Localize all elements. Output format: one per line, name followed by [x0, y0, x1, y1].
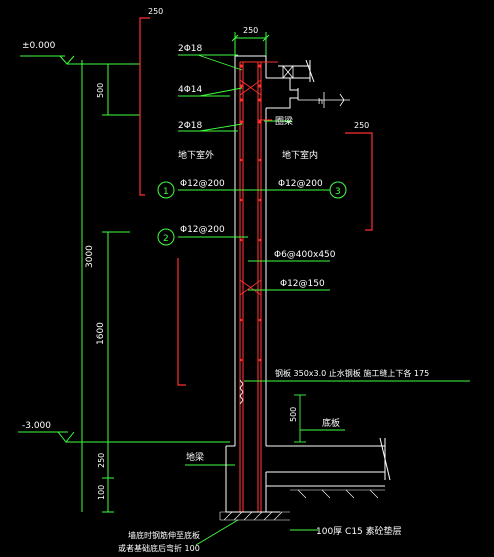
dim-top-width-label: 250	[243, 26, 258, 35]
ground-beam	[225, 445, 385, 513]
dim-height-total: 3000	[85, 245, 95, 268]
dim-chain-left	[76, 60, 140, 513]
label-outer-lower: Φ12@200	[180, 225, 225, 235]
rebar-ties	[239, 79, 262, 296]
label-tie: Φ6@400x450	[274, 250, 336, 260]
label-floor-slab: 底板	[322, 417, 340, 429]
rebar-vertical	[239, 61, 278, 512]
leaders	[178, 54, 470, 546]
label-mid-bars: 4Φ14	[178, 85, 203, 95]
label-lower-bars: 2Φ18	[178, 121, 203, 131]
label-waterstop: 钢板 350x3.0 止水钢板 施工缝上下各 175	[275, 368, 429, 378]
dim-height-upper: 500	[96, 83, 105, 98]
label-bedding: 100厚 C15 素砼垫层	[316, 525, 402, 537]
red-bracket-left-low	[177, 258, 186, 386]
elevation-top: ±0.000	[20, 41, 140, 65]
dim-top-width-left: 250	[148, 7, 163, 16]
red-bracket-left-top	[139, 17, 150, 196]
label-inside: 地下室内	[282, 149, 318, 161]
label-horizontal: Φ12@150	[280, 279, 325, 289]
dim-waterstop-500: 500	[289, 407, 298, 422]
marker-3-right: 3	[329, 181, 347, 199]
label-top-bars: 2Φ18	[178, 44, 203, 54]
label-ground-beam: 地梁	[186, 451, 204, 463]
red-bracket-right	[345, 132, 373, 231]
label-bottom-note-1: 墙底时钢筋伸至底板	[128, 530, 200, 540]
floor-slab	[266, 437, 391, 481]
dim-right-width: 250	[354, 121, 369, 130]
label-inner-vertical: Φ12@200	[278, 179, 323, 189]
rebar-dots	[239, 64, 262, 362]
dim-base-100: 100	[97, 485, 106, 500]
marker-1-left: 1	[157, 181, 175, 199]
dim-base-250: 250	[97, 453, 106, 468]
elevation-bottom: -3.000	[18, 421, 230, 443]
elevation-top-label: ±0.000	[22, 41, 56, 51]
hatch-box	[282, 65, 294, 79]
dim-top-width	[231, 32, 270, 56]
dim-waterstop	[294, 394, 306, 443]
step-mark	[298, 92, 350, 108]
h-mark: h	[318, 97, 323, 106]
svg-text:1: 1	[163, 187, 169, 197]
label-bottom-note-2: 或者基础底后弯折 100	[118, 543, 200, 553]
waterstop	[239, 379, 244, 405]
svg-text:3: 3	[335, 187, 341, 197]
label-outside: 地下室外	[178, 149, 214, 161]
label-ring-beam: 圈梁	[275, 115, 293, 127]
dim-height-lower: 1600	[96, 322, 106, 345]
marker-2: 2	[157, 228, 175, 246]
label-outer-vertical: Φ12@200	[180, 179, 225, 189]
elevation-bottom-label: -3.000	[22, 421, 51, 431]
bedding-hatch	[219, 489, 385, 521]
svg-text:2: 2	[163, 234, 169, 244]
